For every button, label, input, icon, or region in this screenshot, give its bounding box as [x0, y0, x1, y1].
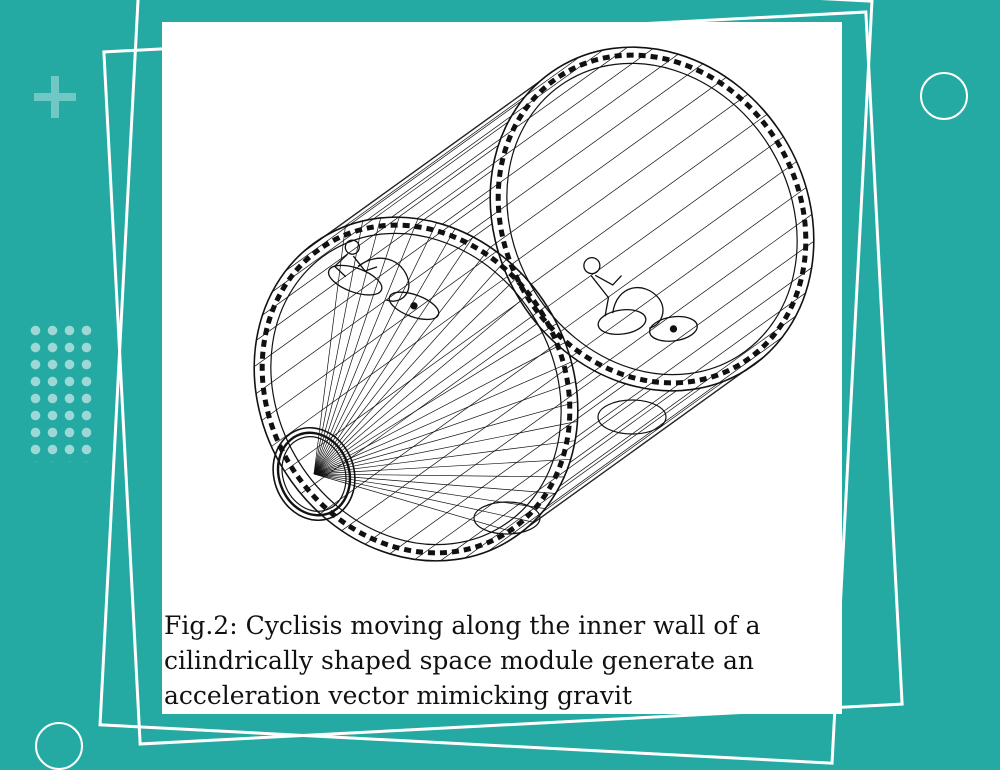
front-rim-inner	[270, 232, 562, 546]
caption-line-2: cilindrically shaped space module genera…	[164, 646, 755, 675]
spoke-line	[313, 220, 364, 475]
caption-line-1: Fig.2: Cyclisis moving along the inner w…	[164, 611, 761, 640]
connecting-line	[255, 223, 493, 394]
connecting-line	[391, 46, 628, 218]
hatch-inner	[281, 436, 347, 512]
spoke-line	[313, 218, 419, 475]
front-rim-band	[259, 222, 573, 556]
spoke-line	[313, 342, 566, 475]
figure-caption: Fig.2: Cyclisis moving along the inner w…	[164, 608, 840, 713]
spoke-line	[313, 473, 520, 535]
spoke-line	[313, 305, 547, 475]
spoke-line	[313, 226, 346, 475]
connecting-line	[319, 343, 557, 515]
back-rim-band	[495, 52, 809, 386]
spoke-line	[313, 222, 438, 475]
spoke-line	[313, 228, 456, 475]
spoke-line	[313, 217, 400, 475]
spoke-line	[313, 421, 578, 475]
spoke-line	[313, 458, 571, 475]
connecting-line	[575, 214, 813, 385]
spoke-line	[313, 236, 474, 475]
connecting-line	[366, 49, 604, 221]
connecting-line	[441, 53, 679, 225]
connecting-line	[343, 56, 580, 228]
connecting-line	[569, 187, 807, 358]
connecting-line	[416, 48, 654, 219]
figure-card: Fig.2: Cyclisis moving along the inner w…	[162, 22, 842, 714]
spoke-line	[313, 473, 546, 509]
connecting-line	[559, 315, 796, 487]
spoke-line	[313, 246, 491, 475]
hatch-ring	[276, 431, 352, 517]
connecting-line	[488, 380, 725, 552]
spoke-lines	[313, 217, 578, 535]
connecting-line	[547, 136, 784, 308]
connecting-line	[575, 267, 812, 438]
window-bottom	[473, 501, 541, 535]
window-right	[597, 399, 667, 435]
spoke-line	[313, 473, 565, 478]
circle-ring-icon	[35, 722, 83, 770]
spoke-line	[313, 401, 578, 475]
spoke-line	[313, 288, 536, 475]
connecting-line	[256, 170, 493, 341]
connecting-line	[302, 82, 539, 254]
circle-ring-icon	[920, 72, 968, 120]
connecting-line	[364, 373, 602, 545]
plus-cross-icon	[30, 72, 80, 122]
connecting-line	[321, 67, 558, 239]
connecting-line	[510, 369, 747, 541]
spoke-line	[313, 273, 522, 475]
connecting-line	[253, 196, 491, 367]
cyclist-right	[583, 256, 698, 342]
connecting-line	[577, 241, 815, 412]
connecting-line	[272, 121, 509, 293]
connecting-line	[530, 114, 768, 285]
connecting-line	[284, 300, 521, 472]
hatch-outer	[272, 426, 356, 522]
spoke-line	[313, 323, 557, 475]
connecting-line	[511, 93, 749, 265]
connecting-line	[414, 389, 652, 560]
connecting-line	[569, 292, 806, 464]
spoke-line	[313, 259, 507, 475]
dot-grid-icon	[27, 322, 95, 462]
connecting-line	[466, 63, 704, 235]
connecting-line	[389, 383, 627, 555]
spoke-line	[313, 361, 572, 475]
spoke-line	[313, 381, 576, 475]
connecting-line	[262, 144, 499, 316]
connecting-line	[560, 161, 797, 332]
back-rim-outer	[489, 46, 815, 392]
connecting-line	[341, 360, 578, 531]
spoke-line	[313, 440, 576, 475]
front-rim-outer	[253, 216, 579, 562]
connecting-line	[261, 250, 499, 421]
cylinder-diagram	[253, 46, 815, 562]
caption-line-3: acceleration vector mimicking gravit	[164, 681, 633, 710]
connecting-line	[529, 354, 766, 526]
cyclist-left	[327, 239, 440, 321]
back-rim-inner	[506, 62, 798, 376]
connecting-line	[490, 77, 727, 248]
